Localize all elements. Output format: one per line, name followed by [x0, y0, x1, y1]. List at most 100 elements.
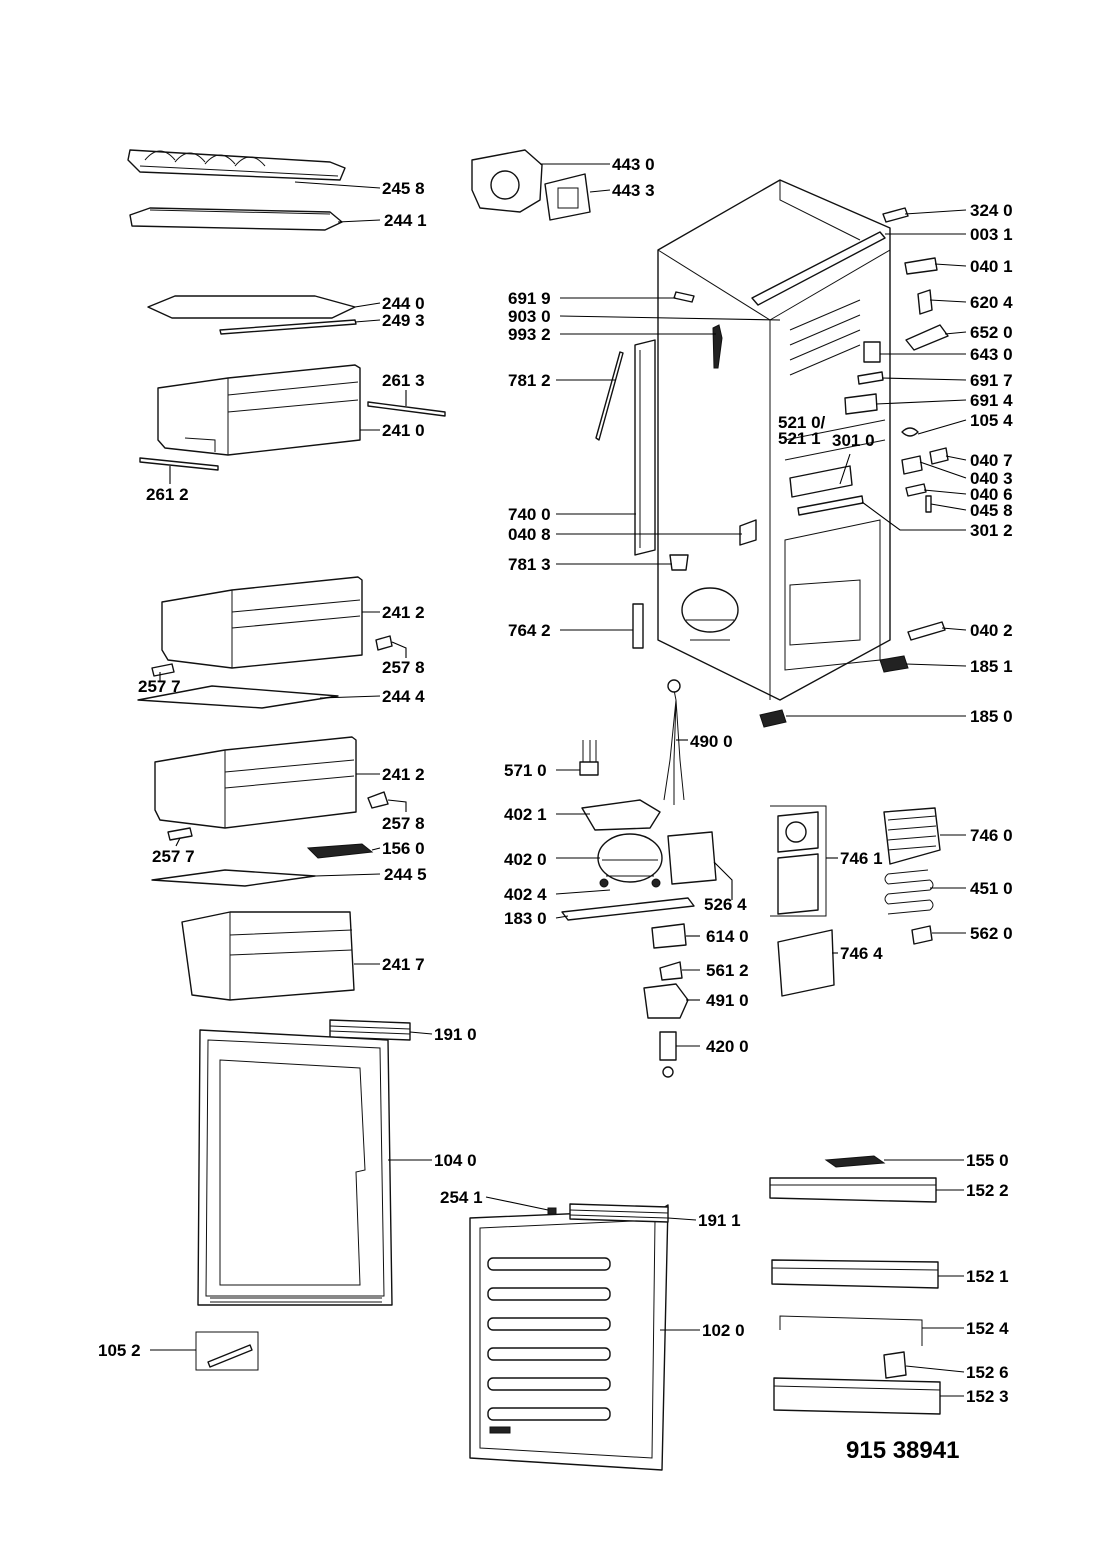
label-185-0[interactable]: 185 0 [970, 707, 1013, 726]
label-746-1[interactable]: 746 1 [840, 849, 883, 868]
label-691-7[interactable]: 691 7 [970, 371, 1013, 390]
display-drawing [844, 393, 878, 415]
rod-drawing [595, 351, 624, 441]
drawer-drawing [157, 364, 361, 456]
label-903-0[interactable]: 903 0 [508, 307, 551, 326]
label-257-8-b[interactable]: 257 8 [382, 814, 425, 833]
label-040-3[interactable]: 040 3 [970, 469, 1013, 488]
label-045-8[interactable]: 045 8 [970, 501, 1013, 520]
label-257-7-a[interactable]: 257 7 [138, 677, 181, 696]
label-185-1[interactable]: 185 1 [970, 657, 1013, 676]
drain-cup-drawing [669, 554, 689, 571]
label-451-0[interactable]: 451 0 [970, 879, 1013, 898]
label-254-1[interactable]: 254 1 [440, 1188, 483, 1207]
label-781-2[interactable]: 781 2 [508, 371, 551, 390]
bottle-bar-drawing [779, 1315, 923, 1346]
label-241-2-a[interactable]: 241 2 [382, 603, 425, 622]
label-561-2[interactable]: 561 2 [706, 961, 749, 980]
label-402-0[interactable]: 402 0 [504, 850, 547, 869]
label-491-0[interactable]: 491 0 [706, 991, 749, 1010]
cover-plate-drawing [777, 929, 835, 997]
label-191-0[interactable]: 191 0 [434, 1025, 477, 1044]
drawer-clip-c-drawing [367, 791, 389, 809]
gasket-top-drawing [329, 1019, 411, 1041]
door-pin-drawing [547, 1207, 557, 1215]
label-691-4[interactable]: 691 4 [970, 391, 1013, 410]
label-257-8-a[interactable]: 257 8 [382, 658, 425, 677]
evaporator-drawing [883, 807, 941, 865]
freezer-drawer-a-drawing [161, 576, 363, 669]
label-040-6[interactable]: 040 6 [970, 485, 1013, 504]
label-040-8[interactable]: 040 8 [508, 525, 551, 544]
label-241-7[interactable]: 241 7 [382, 955, 425, 974]
label-152-6[interactable]: 152 6 [966, 1363, 1009, 1382]
hinge-drawing [195, 1331, 259, 1371]
label-105-2[interactable]: 105 2 [98, 1341, 141, 1360]
freezer-door-drawing [469, 1204, 669, 1471]
label-443-3[interactable]: 443 3 [612, 181, 655, 200]
label-781-3[interactable]: 781 3 [508, 555, 551, 574]
label-244-4[interactable]: 244 4 [382, 687, 425, 706]
label-257-7-b[interactable]: 257 7 [152, 847, 195, 866]
label-691-9[interactable]: 691 9 [508, 289, 551, 308]
label-526-4[interactable]: 526 4 [704, 895, 747, 914]
fridge-door-drawing [197, 1029, 393, 1306]
label-740-0[interactable]: 740 0 [508, 505, 551, 524]
label-402-1[interactable]: 402 1 [504, 805, 547, 824]
label-620-4[interactable]: 620 4 [970, 293, 1013, 312]
label-102-0[interactable]: 102 0 [702, 1321, 745, 1340]
label-183-0[interactable]: 183 0 [504, 909, 547, 928]
rail-right-drawing [367, 401, 446, 417]
label-152-1[interactable]: 152 1 [966, 1267, 1009, 1286]
label-764-2[interactable]: 764 2 [508, 621, 551, 640]
label-261-3[interactable]: 261 3 [382, 371, 425, 390]
top-hinge-drawing [904, 257, 938, 275]
label-746-0[interactable]: 746 0 [970, 826, 1013, 845]
label-993-2[interactable]: 993 2 [508, 325, 551, 344]
label-105-4[interactable]: 105 4 [970, 411, 1013, 430]
label-261-2[interactable]: 261 2 [146, 485, 189, 504]
label-104-0[interactable]: 104 0 [434, 1151, 477, 1170]
label-152-2[interactable]: 152 2 [966, 1181, 1009, 1200]
label-301-0[interactable]: 301 0 [832, 431, 875, 450]
label-643-0[interactable]: 643 0 [970, 345, 1013, 364]
label-490-0[interactable]: 490 0 [690, 732, 733, 751]
foot-cover-1-drawing [879, 655, 909, 673]
label-155-0[interactable]: 155 0 [966, 1151, 1009, 1170]
wire-harness-drawing [663, 679, 685, 805]
label-003-1[interactable]: 003 1 [970, 225, 1013, 244]
label-241-2-b[interactable]: 241 2 [382, 765, 425, 784]
label-249-3[interactable]: 249 3 [382, 311, 425, 330]
label-040-1[interactable]: 040 1 [970, 257, 1013, 276]
label-244-0[interactable]: 244 0 [382, 294, 425, 313]
label-191-1[interactable]: 191 1 [698, 1211, 741, 1230]
label-040-7[interactable]: 040 7 [970, 451, 1013, 470]
motor-drawing [643, 983, 689, 1019]
label-156-0[interactable]: 156 0 [382, 839, 425, 858]
label-562-0[interactable]: 562 0 [970, 924, 1013, 943]
door-shelf-2-drawing [771, 1259, 939, 1289]
label-152-3[interactable]: 152 3 [966, 1387, 1009, 1406]
label-301-2[interactable]: 301 2 [970, 521, 1013, 540]
freezer-drawer-b-drawing [154, 736, 357, 829]
label-571-0[interactable]: 571 0 [504, 761, 547, 780]
label-152-4[interactable]: 152 4 [966, 1319, 1009, 1338]
label-245-8[interactable]: 245 8 [382, 179, 425, 198]
label-244-1[interactable]: 244 1 [384, 211, 427, 230]
label-244-5[interactable]: 244 5 [384, 865, 427, 884]
label-521-0[interactable]: 521 0/ [778, 413, 826, 432]
label-402-4[interactable]: 402 4 [504, 885, 547, 904]
label-521-1[interactable]: 521 1 [778, 429, 821, 448]
label-241-0[interactable]: 241 0 [382, 421, 425, 440]
fuse-drawing [911, 925, 933, 945]
label-324-0[interactable]: 324 0 [970, 201, 1013, 220]
label-746-4[interactable]: 746 4 [840, 944, 883, 963]
label-652-0[interactable]: 652 0 [970, 323, 1013, 342]
label-443-0[interactable]: 443 0 [612, 155, 655, 174]
glass-plate-3-drawing [151, 869, 316, 887]
label-614-0[interactable]: 614 0 [706, 927, 749, 946]
spring-drawing [901, 427, 919, 437]
glass-plate-drawing [147, 295, 356, 319]
label-420-0[interactable]: 420 0 [706, 1037, 749, 1056]
label-040-2[interactable]: 040 2 [970, 621, 1013, 640]
